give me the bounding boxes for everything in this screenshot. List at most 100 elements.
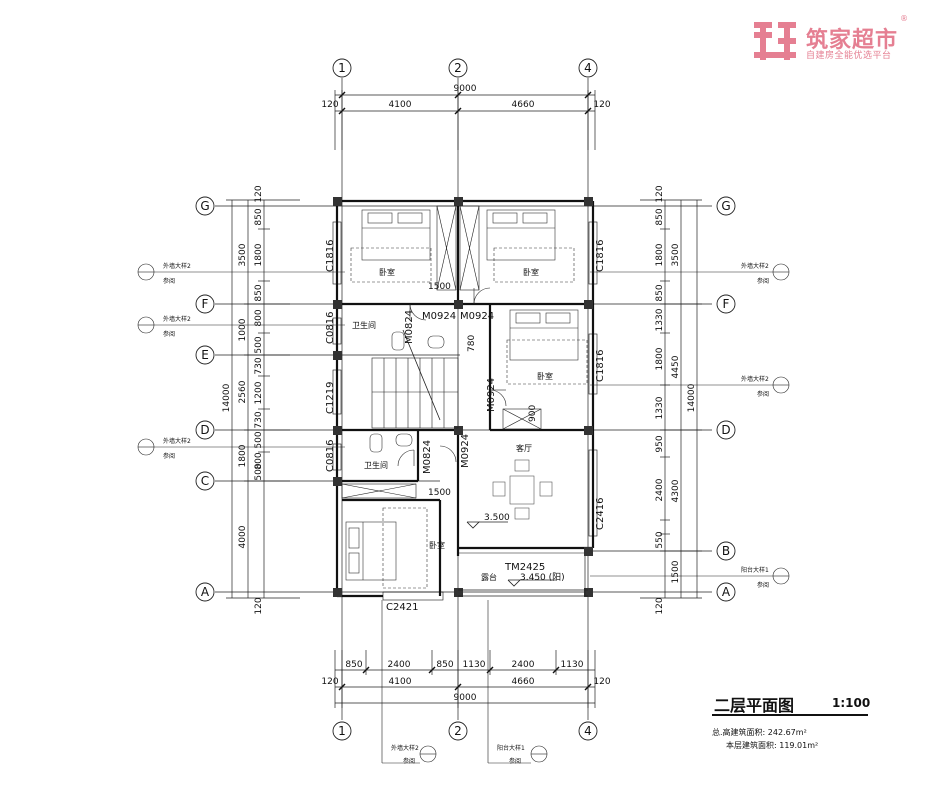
small-dimensions: 1500 1500 780 900 3.500 3.450 (阳) [428, 282, 565, 583]
dim-top-total: 9000 [454, 84, 477, 94]
axis-label-F-left: F [202, 297, 209, 311]
total-area: 总.高建筑面积: 242.67m² [712, 728, 807, 737]
opening-codes: C1816 C1816 C1816 C0816 C0816 C1219 C241… [325, 240, 606, 613]
beds [345, 209, 588, 589]
svg-text:2560: 2560 [238, 380, 248, 403]
svg-text:900: 900 [528, 405, 538, 422]
svg-text:950: 950 [655, 435, 665, 452]
svg-text:1130: 1130 [561, 660, 584, 670]
svg-text:1000: 1000 [238, 318, 248, 341]
svg-text:外墙大样2: 外墙大样2 [391, 744, 419, 752]
svg-text:4100: 4100 [389, 100, 412, 110]
svg-text:500: 500 [254, 336, 264, 353]
axis-label-A-right: A [722, 585, 731, 599]
axis-label-D-right: D [721, 423, 730, 437]
axis-labels: 1 2 4 1 2 4 G F E D C A G F D B A [200, 61, 731, 738]
code-c1816-left: C1816 [325, 240, 336, 272]
room-label-bedroom-sw: 卧室 [429, 540, 445, 550]
svg-text:参阅: 参阅 [757, 390, 769, 398]
svg-text:外墙大样2: 外墙大样2 [741, 375, 769, 383]
svg-text:550: 550 [655, 531, 665, 548]
code-c1816-east: C1816 [595, 350, 606, 382]
svg-text:850: 850 [254, 208, 264, 225]
code-m0924-d: M0924 [460, 434, 471, 468]
axis-bubble-2-bottom [448, 721, 468, 741]
axis-label-B-right: B [722, 544, 730, 558]
svg-text:120: 120 [593, 677, 610, 687]
svg-text:120: 120 [321, 100, 338, 110]
balcony-railing [458, 556, 588, 597]
axis-grid [215, 78, 712, 720]
svg-text:120: 120 [254, 597, 264, 614]
svg-text:730: 730 [254, 357, 264, 374]
svg-text:外墙大样2: 外墙大样2 [163, 437, 191, 445]
dining-table [492, 459, 553, 520]
svg-text:1500: 1500 [428, 282, 451, 292]
code-c0816-upper: C0816 [325, 312, 336, 344]
svg-text:1500: 1500 [671, 560, 681, 583]
svg-text:850: 850 [254, 284, 264, 301]
room-label-bedroom-ne: 卧室 [523, 267, 539, 277]
drawing-title: 二层平面图 [714, 696, 795, 715]
svg-text:850: 850 [655, 208, 665, 225]
walls [335, 199, 595, 598]
room-label-wc-upper: 卫生间 [352, 320, 376, 330]
axis-label-G-left: G [200, 199, 209, 213]
code-c0816-lower: C0816 [325, 440, 336, 472]
room-label-bedroom-e: 卧室 [537, 371, 553, 381]
svg-text:参阅: 参阅 [163, 452, 175, 460]
svg-text:4300: 4300 [671, 479, 681, 502]
svg-text:1800: 1800 [655, 347, 665, 370]
bathroom-fixtures [369, 331, 445, 453]
svg-text:850: 850 [345, 660, 362, 670]
bed-ne [486, 209, 575, 283]
svg-text:1800: 1800 [655, 243, 665, 266]
svg-text:1200: 1200 [254, 381, 264, 404]
code-m0924-b: M0924 [460, 311, 494, 322]
svg-text:参阅: 参阅 [163, 330, 175, 338]
logo-registered: ® [900, 14, 908, 23]
axis-bubble-2-top [448, 58, 468, 78]
dimension-lines [226, 90, 702, 708]
svg-text:2400: 2400 [655, 478, 665, 501]
svg-text:120: 120 [655, 185, 665, 202]
svg-text:4660: 4660 [512, 677, 535, 687]
svg-text:1800: 1800 [238, 444, 248, 467]
room-label-living: 客厅 [516, 443, 532, 453]
room-label-bedroom-nw: 卧室 [379, 267, 395, 277]
structural-columns [333, 197, 593, 597]
drawing-scale: 1:100 [832, 696, 871, 710]
axis-label-4-top: 4 [584, 61, 592, 75]
svg-text:780: 780 [467, 335, 477, 352]
axis-label-2-bottom: 2 [454, 724, 462, 738]
axis-label-E-left: E [201, 348, 209, 362]
bed-e [506, 309, 588, 385]
code-c1816-right: C1816 [595, 240, 606, 272]
svg-text:800: 800 [254, 452, 264, 469]
level-main: 3.500 [484, 513, 510, 523]
code-m0924-c: M0924 [486, 378, 497, 412]
stair [371, 329, 459, 429]
axis-label-G-right: G [721, 199, 730, 213]
svg-text:4660: 4660 [512, 100, 535, 110]
code-m0824-a: M0824 [404, 310, 415, 344]
svg-text:外墙大样2: 外墙大样2 [741, 262, 769, 270]
svg-text:120: 120 [593, 100, 610, 110]
floor-area: 本层建筑面积: 119.01m² [726, 741, 819, 750]
level-markers [466, 521, 556, 587]
svg-text:14000: 14000 [687, 383, 697, 412]
svg-text:730: 730 [254, 411, 264, 428]
bed-nw [350, 209, 432, 283]
wardrobes [341, 205, 542, 499]
svg-text:800: 800 [254, 309, 264, 326]
code-m0824-b: M0824 [422, 440, 433, 474]
detail-callouts [137, 263, 790, 764]
axis-label-C-left: C [201, 474, 209, 488]
svg-text:参阅: 参阅 [403, 757, 415, 765]
svg-text:1500: 1500 [428, 488, 451, 498]
svg-text:1330: 1330 [655, 396, 665, 419]
svg-text:4450: 4450 [671, 355, 681, 378]
